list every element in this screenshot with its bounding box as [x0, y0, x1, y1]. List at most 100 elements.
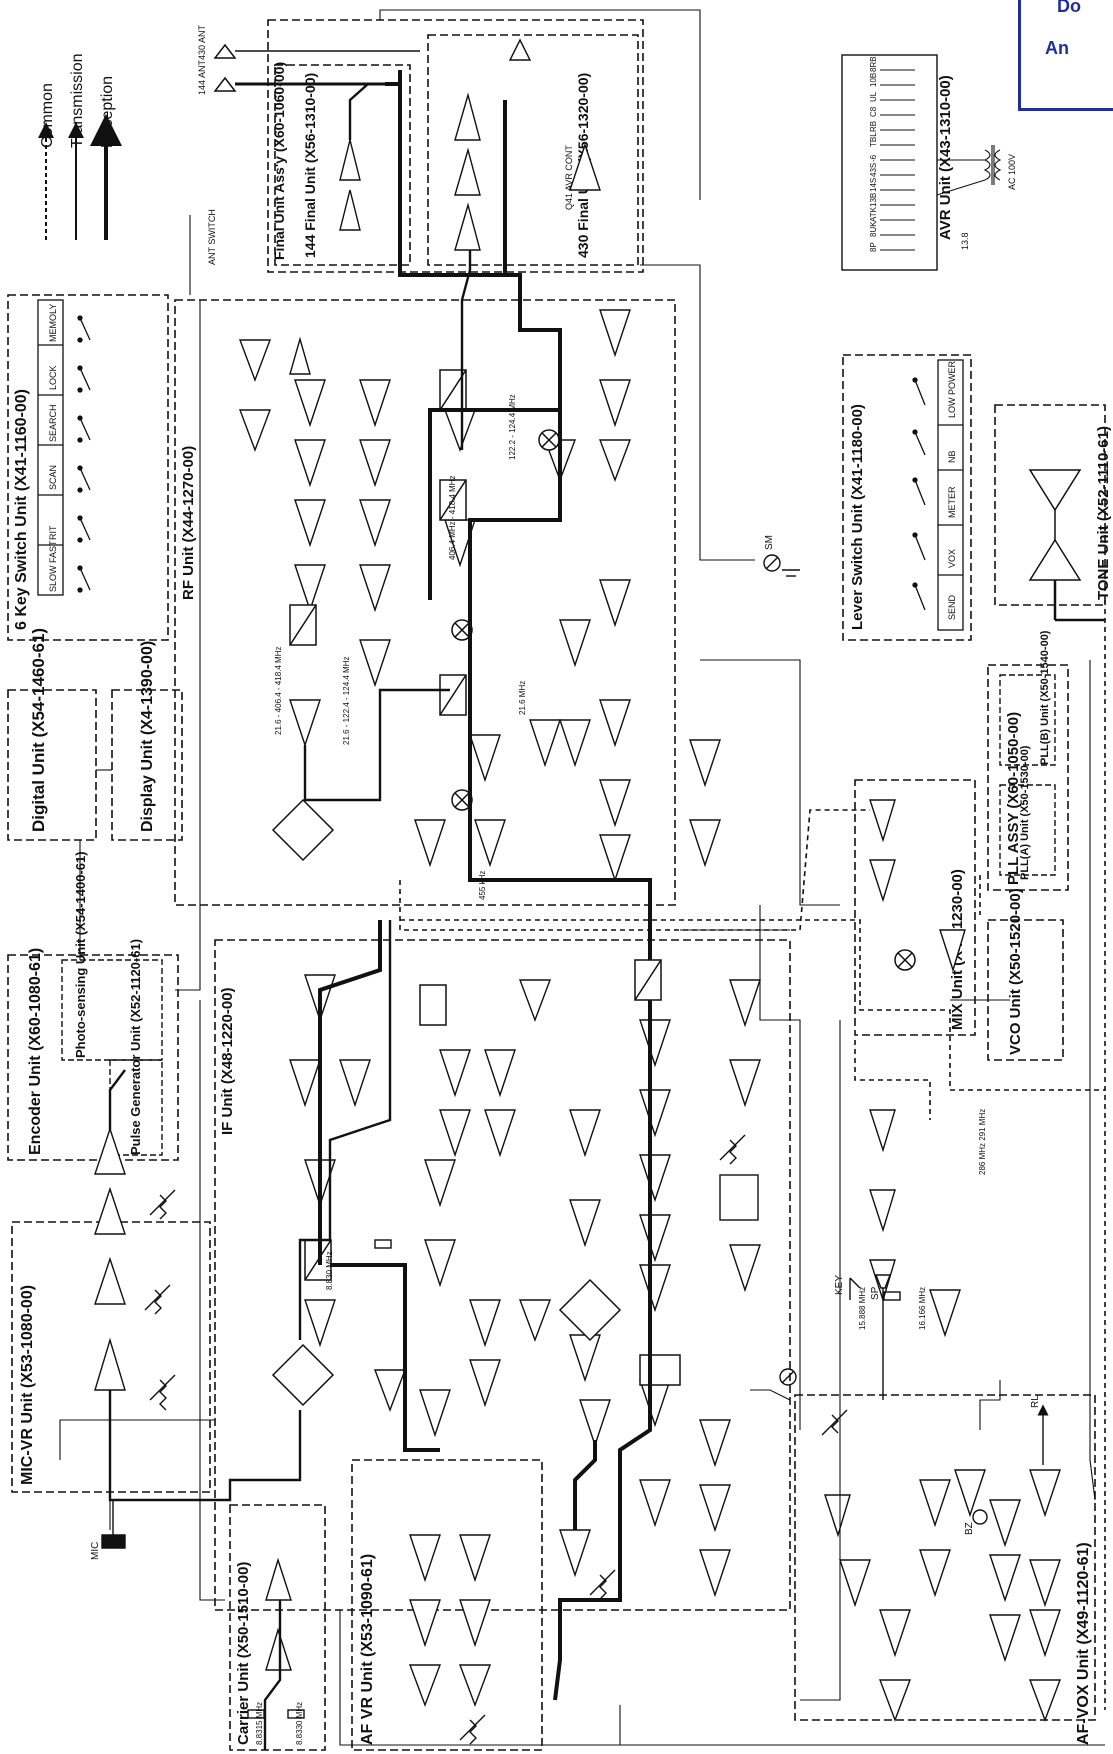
- freq-mix2: 122.2 - 124.4 MHz: [508, 394, 517, 460]
- avr-pin-2: 10B: [869, 73, 878, 87]
- avr-pin-6: TBL: [869, 132, 878, 147]
- lever-label-5: LOW POWER: [947, 360, 957, 418]
- afvox-box: [794, 1394, 1096, 1721]
- digital-box: [7, 689, 97, 841]
- freq-rf2: 21.6 - 122.4 - 124.4 MHz: [342, 657, 351, 746]
- corner-text-1: Do: [1057, 0, 1081, 16]
- title-pll-b: PLL(B) Unit (X50-1540-00): [1039, 630, 1051, 765]
- freq-rf1: 21.6 - 406.4 - 418.4 MHz: [274, 647, 283, 736]
- lever-switch-group: SEND VOX METER NB LOW POWER: [912, 359, 964, 631]
- title-pll-a: PLL(A) Unit (X50-1530-00): [1019, 745, 1031, 880]
- key-switch-label-5: LOCK: [48, 365, 58, 390]
- title-final-assy: Final Unit Ass'y (X60-1060-00): [271, 62, 287, 260]
- title-rf: RF Unit (X44-1270-00): [180, 446, 197, 600]
- avr-pin-4: C8: [869, 106, 878, 117]
- mix-box: [854, 779, 976, 1036]
- freq-if1: 21.6 MHz: [518, 681, 527, 715]
- afvr-box: [351, 1459, 543, 1751]
- title-afvr: AF VR Unit (X53-1090-61): [359, 1554, 376, 1745]
- avr-138-label: 13.8: [960, 232, 970, 250]
- title-micvr: MIC-VR Unit (X53-1080-00): [19, 1285, 36, 1485]
- encoder-box: [7, 954, 179, 1161]
- freq-if2: 455 kHz: [478, 871, 487, 900]
- rl-label: RL: [1030, 1395, 1041, 1408]
- title-avr: AVR Unit (X43-1310-00): [937, 75, 954, 240]
- key-switch-label-4: SEARCH: [48, 404, 58, 442]
- pll-assy-box: [987, 664, 1069, 891]
- avr-group: 8RB 10B UL C8 RB TBL -6 43S 14S 13B ATK …: [869, 56, 1017, 252]
- avr-box: [841, 54, 938, 271]
- avr-pin-9: 14S: [869, 178, 878, 192]
- final-430-box: [427, 34, 639, 266]
- rf-box: [174, 299, 676, 906]
- avr-pin-12: 8UK: [869, 221, 878, 237]
- tone-group: [1028, 469, 1105, 622]
- unit-titles: Final Unit Ass'y (X60-1060-00) 144 Final…: [13, 62, 1112, 1745]
- avr-pin-13: 8P: [869, 242, 878, 252]
- key-label: KEY: [834, 1275, 845, 1295]
- if-box: [214, 939, 791, 1611]
- key-switch-label-6: MEMOLY: [48, 304, 58, 342]
- title-final-144: 144 Final Unit (X56-1310-00): [302, 73, 318, 258]
- lever-label-4: NB: [947, 450, 957, 463]
- key-switch-label-2: RIT: [48, 525, 58, 540]
- corner-label-box: Do An: [1018, 0, 1113, 111]
- bz-label: BZ: [964, 1522, 975, 1535]
- title-vco: VCO Unit (X50-1520-00): [1007, 888, 1024, 1055]
- title-tone: TONE Unit (X52-1110-61): [1095, 426, 1112, 600]
- key-switch-label-1: SLOW FAST: [48, 540, 58, 592]
- legend-common: Common: [39, 83, 56, 148]
- sm-label: SM: [764, 535, 775, 550]
- tone-box: [994, 404, 1106, 606]
- ant-switch-label: ANT SWITCH: [207, 209, 217, 265]
- legend: Common Transmission Reception: [38, 53, 122, 240]
- freq-vco1: 286 MHz 291 MHz: [978, 1109, 987, 1175]
- ant-430-label: 430 ANT: [197, 24, 207, 60]
- avr-pin-5: RB: [869, 121, 878, 132]
- lever-label-2: VOX: [947, 549, 957, 568]
- sp-label: SP: [870, 1286, 881, 1300]
- avr-pin-7: -6: [869, 154, 878, 162]
- ant-144-label: 144 ANT: [197, 59, 207, 95]
- signal-paths: [59, 9, 1106, 1750]
- title-lever: Lever Switch Unit (X41-1180-00): [849, 404, 866, 630]
- lever-label-1: SEND: [947, 594, 957, 620]
- avr-pin-3: UL: [869, 91, 878, 102]
- filters-mixers: [271, 369, 916, 1407]
- display-box: [111, 689, 183, 841]
- misc-labels: ANT SWITCH Q41 AVR CONT MIC KEY SP BZ RL…: [90, 145, 1041, 1560]
- frequency-labels: 21.6 - 406.4 - 418.4 MHz 21.6 - 122.4 - …: [255, 394, 987, 1745]
- final-144-box: [274, 64, 411, 266]
- mic-label: MIC: [90, 1542, 101, 1560]
- title-if: IF Unit (X48-1220-00): [219, 987, 236, 1135]
- legend-transmission: Transmission: [69, 53, 86, 148]
- key6-box: [7, 294, 169, 641]
- key-switch-label-3: SCAN: [48, 465, 58, 490]
- title-key6: 6 Key Switch Unit (X41-1160-00): [13, 389, 30, 630]
- avr-pin-10: 13B: [869, 193, 878, 207]
- antennas: 430 ANT 144 ANT: [197, 24, 420, 95]
- avr-pin-1: 8RB: [869, 56, 878, 72]
- misc-symbols: [101, 554, 1049, 1745]
- key-switch-group: SLOW FAST RIT SCAN SEARCH LOCK MEMOLY: [37, 299, 91, 596]
- final-assy-box: [267, 19, 644, 273]
- corner-text-2: An: [1045, 38, 1069, 58]
- legend-reception: Reception: [99, 76, 116, 148]
- avr-pin-8: 43S: [869, 163, 878, 177]
- freq-carrier2: 8.8330 MHz: [295, 1702, 304, 1745]
- title-pulse: Pulse Generator Unit (X52-1120-61): [128, 939, 143, 1155]
- freq-xtal2: 16.166 MHz: [918, 1287, 927, 1330]
- avr-pin-11: ATK: [869, 206, 878, 222]
- avr-cont-label: Q41 AVR CONT: [564, 145, 574, 210]
- title-pll-assy: PLL ASSY (X60-1050-00): [1005, 712, 1022, 885]
- vco-box: [987, 919, 1064, 1061]
- title-digital: Digital Unit (X54-1460-61): [29, 628, 48, 832]
- freq-carrier1: 8.8315 MHz: [255, 1702, 264, 1745]
- title-carrier: Carrier Unit (X50-1510-00): [235, 1562, 252, 1745]
- avr-ac-label: AC 100V: [1007, 154, 1017, 190]
- title-afvox: AF-VOX Unit (X49-1120-61): [1075, 1542, 1092, 1745]
- amplifier-blocks: [94, 38, 1062, 1722]
- freq-mix1: 406.4 MHz - 418.4 MHz: [448, 476, 457, 560]
- carrier-box: [229, 1504, 326, 1751]
